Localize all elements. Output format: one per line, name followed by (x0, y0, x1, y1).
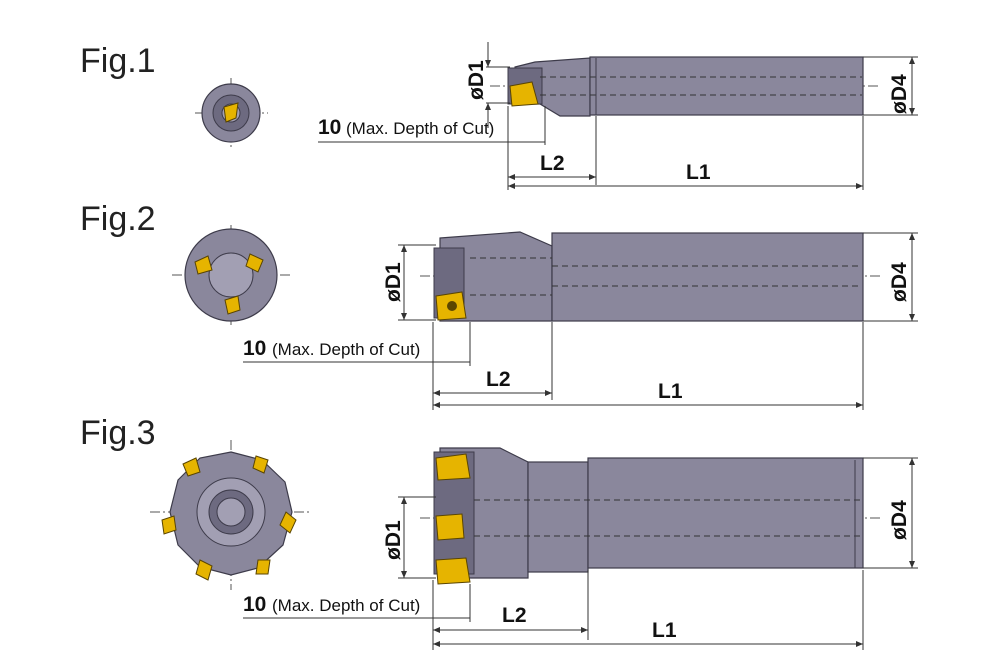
figure-3-end-view (150, 440, 312, 590)
figure-3-end-insert-3 (279, 511, 297, 534)
figure-1-depth-value: 10 (318, 116, 341, 139)
figure-2-depth-value: 10 (243, 337, 266, 360)
figure-1-depth-text: (Max. Depth of Cut) (346, 119, 494, 138)
figure-3-depth-text: (Max. Depth of Cut) (272, 596, 420, 615)
figure-3-l1-label: L1 (652, 619, 677, 642)
figure-2-l2-label: L2 (486, 368, 511, 391)
figure-3-side-view (420, 447, 880, 585)
figure-3-depth-value: 10 (243, 593, 266, 616)
figure-1-end-insert (223, 102, 239, 123)
figure-1-d1-label: øD1 (465, 60, 488, 100)
figure-3-d4-label: øD4 (888, 500, 911, 540)
figure-1-insert (509, 81, 539, 107)
figure-2-d4-label: øD4 (888, 262, 911, 302)
figure-1-side-view (490, 56, 880, 117)
figure-1: Fig.1 øD1 øD4 (80, 42, 918, 190)
figure-2-d1-label: øD1 (382, 262, 405, 302)
figure-2-l1-label: L1 (658, 380, 683, 403)
figure-2-end-insert-3 (224, 295, 241, 315)
figure-1-d4-label: øD4 (888, 74, 911, 114)
figure-3-end-insert-4 (255, 559, 271, 575)
figure-3-insert-1 (435, 453, 471, 481)
figure-2-depth-text: (Max. Depth of Cut) (272, 340, 420, 359)
figure-3-insert-3 (435, 557, 471, 585)
figure-2-side-view (420, 231, 880, 322)
figure-3-end-insert-5 (195, 559, 213, 581)
figure-1-label: Fig.1 (80, 42, 156, 80)
figure-3-end-insert-2 (252, 455, 269, 474)
figure-1-shank (589, 56, 864, 116)
figure-2: Fig.2 øD1 øD4 (80, 200, 918, 410)
figure-3-label: Fig.3 (80, 414, 156, 452)
figure-2-shank (551, 232, 864, 322)
figure-2-label: Fig.2 (80, 200, 156, 238)
figure-1-end-view (195, 78, 268, 148)
figure-1-l2-label: L2 (540, 152, 565, 175)
figure-3-insert-2 (435, 513, 465, 541)
figure-3-l2-label: L2 (502, 604, 527, 627)
figure-3-shank (587, 457, 864, 569)
figure-3-end-insert-1 (182, 457, 201, 477)
figure-2-end-insert-1 (194, 255, 213, 275)
figure-3-d1-label: øD1 (382, 520, 405, 560)
figure-1-l1-label: L1 (686, 161, 711, 184)
figure-2-end-insert-2 (245, 253, 264, 273)
figure-2-end-view (172, 225, 290, 325)
figure-3-end-insert-6 (161, 515, 177, 535)
figure-3: Fig.3 (80, 414, 918, 650)
